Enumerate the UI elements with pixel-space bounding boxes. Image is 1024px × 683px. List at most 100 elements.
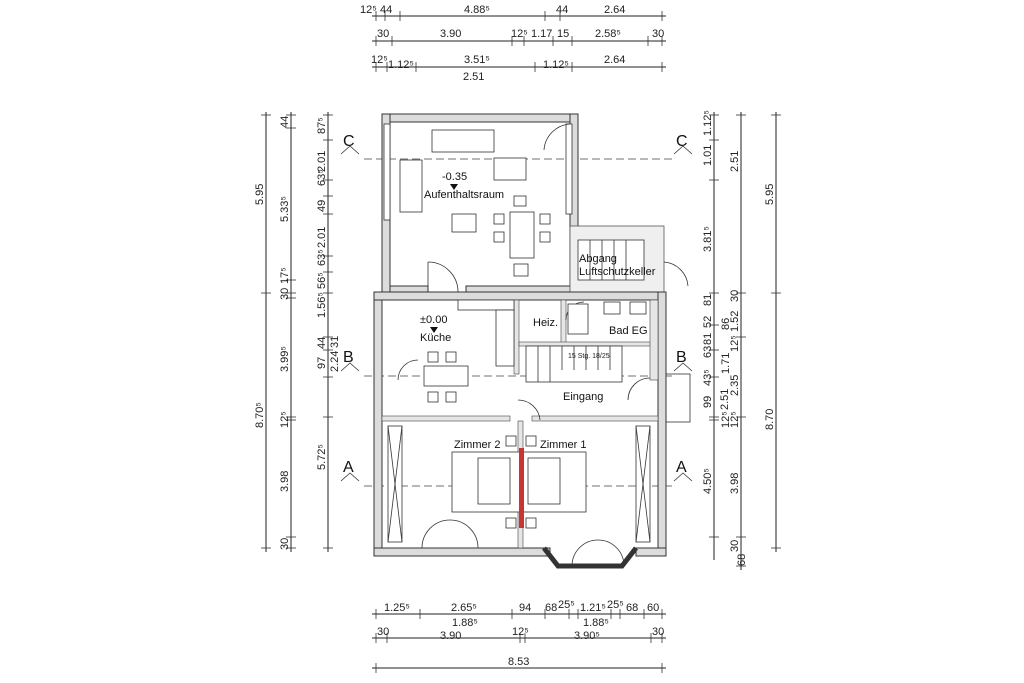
right-dim-c1-8: 43⁵ bbox=[702, 369, 714, 386]
top-dim-r1-0: 12⁵ bbox=[360, 4, 377, 16]
right-dim-c2-5: 2.35 bbox=[729, 375, 741, 396]
left-dim-c3-5: 63⁵ bbox=[316, 249, 328, 266]
left-dim-c3-1: 2.01 bbox=[316, 151, 328, 172]
top-dim-r3b: 2.51 bbox=[463, 71, 484, 83]
left-dim-c3-0: 87⁵ bbox=[316, 117, 328, 134]
top-dim-r2-0: 30 bbox=[377, 28, 389, 40]
bottom-dim-r2-3: 3.90⁵ bbox=[574, 630, 600, 642]
top-dim-r1-4: 2.64 bbox=[604, 4, 625, 16]
bottom-dim-r2-0: 30 bbox=[377, 626, 389, 638]
left-dim-c3-8: 44 bbox=[316, 337, 328, 349]
left-dim-c3-12: 5.72⁵ bbox=[316, 444, 328, 470]
bottom-dim-r1-5: 1.21⁵ bbox=[580, 602, 606, 614]
right-dim-c1-0: 1.12⁵ bbox=[702, 110, 714, 136]
room-bad-eg: Bad EG bbox=[609, 325, 648, 337]
top-dim-r2-6: 30 bbox=[652, 28, 664, 40]
top-dim-r3-4: 2.64 bbox=[604, 54, 625, 66]
kueche-level: ±0.00 bbox=[420, 314, 447, 326]
top-dim-r2-2: 12⁵ bbox=[511, 28, 528, 40]
section-marker-a-right: A bbox=[676, 459, 687, 476]
room-zimmer-1: Zimmer 1 bbox=[540, 439, 586, 451]
bottom-dim-r1-3: 68 bbox=[545, 602, 557, 614]
right-dim-c3-1: 8.70 bbox=[764, 409, 776, 430]
section-marker-c-right: C bbox=[676, 133, 688, 150]
left-dim-c2-2: 30 bbox=[279, 288, 291, 300]
right-dim-c1-12: 4.50⁵ bbox=[702, 468, 714, 494]
left-dim-c2-6: 3.98 bbox=[279, 471, 291, 492]
room-aufenthaltsraum: Aufenthaltsraum bbox=[424, 189, 504, 201]
left-dim-c3-10: 31 bbox=[329, 336, 341, 348]
right-dim-c1-5: 52 bbox=[702, 316, 714, 328]
left-dim-c2-4: 3.99⁵ bbox=[279, 346, 291, 372]
right-dim-c1-10: 2.51 bbox=[719, 389, 731, 410]
top-dim-r1-3: 44 bbox=[556, 4, 568, 16]
left-dim-c3-11: 2.24 bbox=[329, 351, 341, 372]
bottom-dim-r1-7: 68 bbox=[626, 602, 638, 614]
right-dim-c1-13: 68 bbox=[736, 554, 748, 566]
new-partition-wall bbox=[519, 448, 524, 528]
right-dim-c2-3: 12⁵ bbox=[729, 335, 741, 352]
right-dim-c2-6: 12⁵ bbox=[720, 411, 732, 428]
right-dim-c2-8: 30 bbox=[729, 540, 741, 552]
bottom-dim-r2-1: 3.90 bbox=[440, 630, 461, 642]
bottom-dim-r1-1: 2.65⁵ bbox=[451, 602, 477, 614]
left-dim-c2-7: 30 bbox=[279, 538, 291, 550]
aufenthalt-level: -0.35 bbox=[442, 171, 467, 183]
section-marker-a-left: A bbox=[343, 459, 354, 476]
bottom-dim-r1-2: 94 bbox=[519, 602, 531, 614]
top-dim-r1-2: 4.88⁵ bbox=[464, 4, 490, 16]
furniture bbox=[399, 129, 647, 529]
top-dim-r3-0: 12⁵ bbox=[371, 54, 388, 66]
right-dim-c2-0: 2.51 bbox=[729, 151, 741, 172]
room-labels: -0.35 Aufenthaltsraum ±0.00 Küche Heiz. … bbox=[420, 171, 656, 451]
top-dim-r3-2: 3.51⁵ bbox=[464, 54, 490, 66]
section-marker-b-left: B bbox=[343, 349, 354, 366]
right-dim-c3-0: 5.95 bbox=[764, 184, 776, 205]
stair-abgang-line1: Abgang bbox=[579, 253, 617, 265]
bottom-dim-r1b-0: 1.88⁵ bbox=[452, 617, 478, 629]
left-dim-c1-1: 8.70⁵ bbox=[254, 402, 266, 428]
room-kueche: Küche bbox=[420, 332, 451, 344]
left-dimension-chains: 5.95 8.70⁵ 44 5.33⁵ 30 17⁵ 3.99⁵ 12⁵ 3.9… bbox=[254, 112, 341, 552]
top-dim-r2-1: 3.90 bbox=[440, 28, 461, 40]
left-dim-c3-7: 1.56⁵ bbox=[316, 292, 328, 318]
top-dim-r2-3: 1.17 bbox=[531, 28, 552, 40]
right-dim-c2-7: 3.98 bbox=[729, 473, 741, 494]
stair-count-label: 15 Stg. 18/25 bbox=[568, 353, 610, 360]
level-marker-icon bbox=[430, 327, 438, 333]
windows bbox=[383, 123, 651, 543]
bottom-dim-r1-0: 1.25⁵ bbox=[384, 602, 410, 614]
left-dim-c3-4: 2.01 bbox=[316, 227, 328, 248]
top-dim-r2-4: 15 bbox=[557, 28, 569, 40]
right-dimension-chains: 1.12⁵ 1.01 3.81⁵ 30 81 52 63 81 43⁵ 99 2… bbox=[702, 110, 781, 570]
right-dim-c2-1: 1.52 bbox=[729, 311, 741, 332]
right-dim-c1-2: 3.81⁵ bbox=[702, 226, 714, 252]
top-dimension-chains: 12⁵ 44 4.88⁵ 44 2.64 30 3.90 12⁵ 1.17 15… bbox=[360, 4, 666, 83]
left-dim-c2-1: 5.33⁵ bbox=[279, 196, 291, 222]
room-eingang: Eingang bbox=[563, 391, 603, 403]
bottom-dim-r3: 8.53 bbox=[508, 656, 529, 668]
right-dim-c1-9: 99 bbox=[702, 396, 714, 408]
right-dim-c2-2: 86 bbox=[720, 318, 732, 330]
right-dim-c1-3: 30 bbox=[729, 290, 741, 302]
right-dim-c1-6: 63 bbox=[702, 346, 714, 358]
section-marker-b-right: B bbox=[676, 349, 687, 366]
left-dim-c2-3: 17⁵ bbox=[279, 267, 291, 284]
bottom-dim-r1-4: 25⁵ bbox=[558, 599, 575, 611]
left-dim-c2-0: 44 bbox=[279, 116, 291, 128]
level-marker-icon bbox=[450, 184, 458, 190]
right-dim-c1-11: 12⁵ bbox=[729, 411, 741, 428]
right-dim-c1-1: 1.01 bbox=[702, 145, 714, 166]
right-dim-c1-4: 81 bbox=[702, 294, 714, 306]
stair-abgang-line2: Luftschutzkeller bbox=[579, 266, 656, 278]
top-dim-r3-3: 1.12⁵ bbox=[543, 59, 569, 71]
left-dim-c3-9: 97 bbox=[316, 357, 328, 369]
top-dim-r3-1: 1.12⁵ bbox=[388, 59, 414, 71]
left-dim-c3-2: 63⁵ bbox=[316, 169, 328, 186]
top-dim-r2-5: 2.58⁵ bbox=[595, 28, 621, 40]
right-dim-c2-4: 1.71 bbox=[720, 353, 732, 374]
left-dim-c3-3: 49 bbox=[316, 200, 328, 212]
bottom-dim-r1b-1: 1.88⁵ bbox=[583, 617, 609, 629]
bottom-dim-r2-4: 30 bbox=[652, 626, 664, 638]
